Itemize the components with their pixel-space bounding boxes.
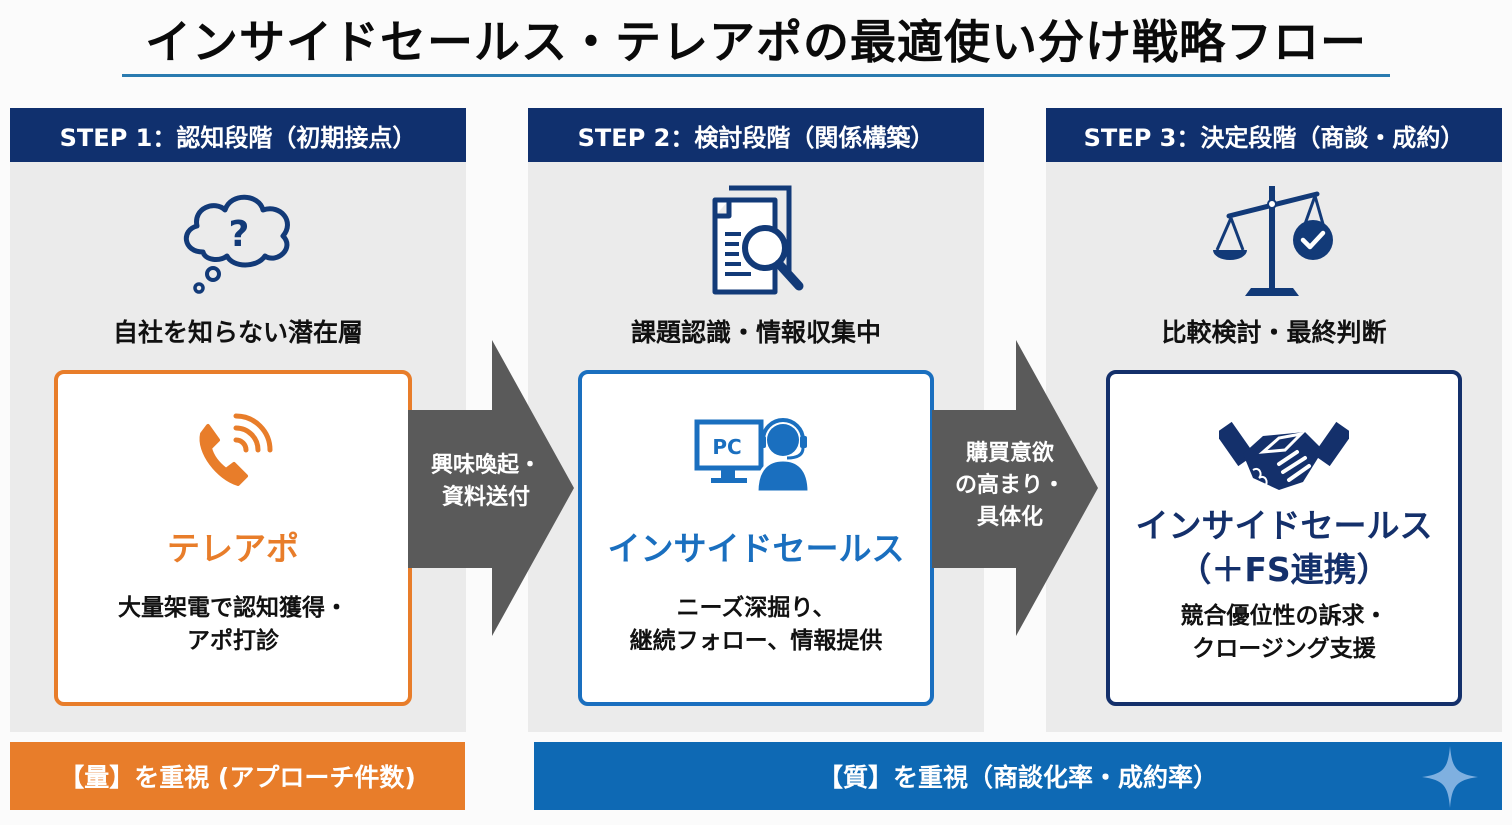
arrow-line: 資料送付 bbox=[441, 485, 530, 510]
title-line: （＋FS連携） bbox=[1178, 550, 1390, 589]
svg-text:PC: PC bbox=[712, 435, 741, 459]
arrow-line: 興味喚起・ bbox=[430, 453, 541, 478]
flow-arrow-2: 購買意欲 の高まり・ 具体化 bbox=[932, 340, 1102, 636]
svg-text:?: ? bbox=[229, 214, 250, 255]
flow-arrow-1: 興味喚起・ 資料送付 bbox=[408, 340, 578, 636]
desc-line: 大量架電で認知獲得・ bbox=[118, 595, 348, 621]
step-3-header: STEP 3：決定段階（商談・成約） bbox=[1046, 108, 1502, 162]
scale-check-icon bbox=[1046, 182, 1502, 302]
inside-sales-fs-card: インサイドセールス （＋FS連携） 競合優位性の訴求・ クロージング支援 bbox=[1106, 370, 1462, 706]
step-1-panel: STEP 1：認知段階（初期接点） ? 自社を知らない潜在層 テレアポ 大量架電… bbox=[10, 108, 466, 732]
arrow-line: 購買意欲 bbox=[965, 441, 1054, 466]
pc-operator-headset-icon: PC bbox=[582, 408, 930, 498]
step-2-header: STEP 2：検討段階（関係構築） bbox=[528, 108, 984, 162]
step-2-stage-label: 課題認識・情報収集中 bbox=[630, 318, 881, 347]
arrow-1-label: 興味喚起・ 資料送付 bbox=[408, 450, 564, 514]
quality-focus-band: 【質】を重視（商談化率・成約率） bbox=[534, 742, 1502, 810]
step-3-stage-label: 比較検討・最終判断 bbox=[1161, 318, 1387, 347]
step-1-header: STEP 1：認知段階（初期接点） bbox=[10, 108, 466, 162]
arrow-shape bbox=[408, 340, 574, 636]
inside-sales-title: インサイドセールス bbox=[607, 529, 905, 568]
desc-line: アポ打診 bbox=[187, 628, 279, 654]
desc-line: 継続フォロー、情報提供 bbox=[629, 628, 883, 654]
quality-focus-label: 【質】を重視（商談化率・成約率） bbox=[817, 763, 1218, 792]
step-2-panel: STEP 2：検討段階（関係構築） 課題認識・情報収集中 PC bbox=[528, 108, 984, 732]
telemarketing-description: 大量架電で認知獲得・ アポ打診 bbox=[58, 592, 408, 658]
step-3-panel: STEP 3：決定段階（商談・成約） 比較検討・最終判断 bbox=[1046, 108, 1502, 732]
arrow-2-label: 購買意欲 の高まり・ 具体化 bbox=[932, 438, 1088, 534]
document-search-icon bbox=[528, 182, 984, 302]
desc-line: クロージング支援 bbox=[1192, 636, 1376, 662]
desc-line: 競合優位性の訴求・ bbox=[1180, 603, 1388, 629]
title-line: インサイドセールス bbox=[1135, 506, 1433, 545]
sparkle-icon bbox=[1422, 746, 1478, 808]
page-title: インサイドセールス・テレアポの最適使い分け戦略フロー bbox=[145, 15, 1367, 69]
thought-cloud-question-icon: ? bbox=[10, 182, 466, 302]
inside-sales-description: ニーズ深掘り、 継続フォロー、情報提供 bbox=[582, 592, 930, 658]
arrow-line: の高まり・ bbox=[954, 473, 1065, 498]
arrow-shape bbox=[932, 340, 1098, 636]
arrow-line: 具体化 bbox=[976, 505, 1043, 530]
desc-line: ニーズ深掘り、 bbox=[676, 595, 836, 621]
telemarketing-card: テレアポ 大量架電で認知獲得・ アポ打診 bbox=[54, 370, 412, 706]
phone-ringing-icon bbox=[58, 408, 408, 498]
quantity-focus-band: 【量】を重視 (アプローチ件数) bbox=[10, 742, 465, 810]
title-underline bbox=[122, 74, 1390, 77]
telemarketing-title: テレアポ bbox=[167, 529, 299, 568]
inside-sales-fs-title: インサイドセールス （＋FS連携） bbox=[1110, 504, 1458, 592]
handshake-icon bbox=[1110, 408, 1458, 498]
inside-sales-card: PC インサイドセールス ニーズ深掘り、 継続フォロー、情報提供 bbox=[578, 370, 934, 706]
inside-sales-fs-description: 競合優位性の訴求・ クロージング支援 bbox=[1110, 600, 1458, 666]
step-1-stage-label: 自社を知らない潜在層 bbox=[112, 318, 363, 347]
